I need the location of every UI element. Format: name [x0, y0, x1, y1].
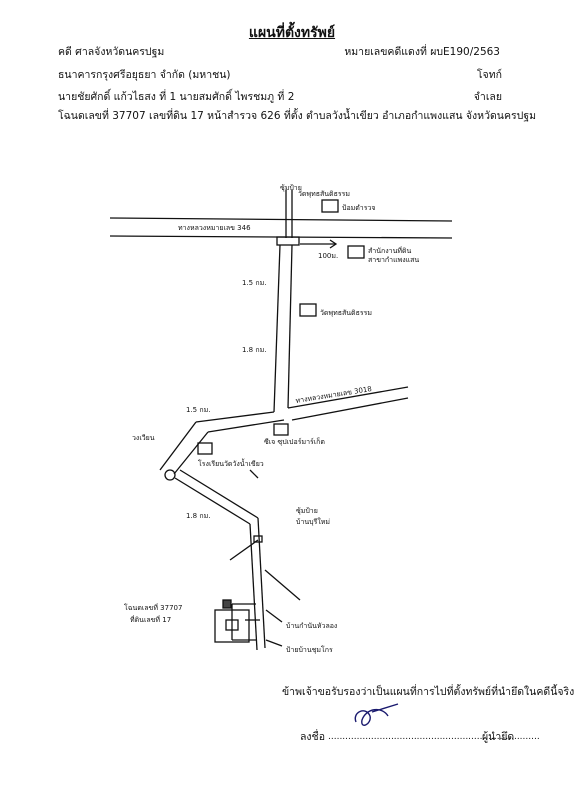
temple-label: วัดพุทธสันติธรรม	[320, 309, 372, 317]
defendant-role: จำเลย	[473, 91, 502, 103]
police-box-icon	[321, 199, 339, 213]
police-box-label: ป้อมตำรวจ	[342, 204, 376, 212]
gate-sign-temple-label: วัดพุทธสันติธรรม	[298, 190, 350, 198]
school-label: โรงเรียนวัดวังน้ำเขียว	[198, 457, 264, 468]
village-sign-icon	[253, 535, 263, 543]
deed-marker-icon	[222, 599, 232, 609]
road-left-edge	[273, 244, 281, 413]
gate-sign-label: ซุ้มป้าย	[280, 184, 302, 192]
house-2-label: ป้ายบ้านชุมโกร	[286, 645, 333, 654]
certification-statement: ข้าพเจ้าขอรับรองว่าเป็นแผนที่การไปที่ตั้…	[282, 686, 575, 698]
distance-18km-label-b: 1.8 กม.	[186, 512, 210, 520]
deed-number-label: โฉนดเลขที่ 37707	[124, 603, 182, 612]
highway-3018-top-edge	[287, 386, 409, 409]
signature-label: ลงชื่อ	[300, 731, 325, 743]
highway-346-label: ทางหลวงหมายเลข 346	[178, 224, 251, 232]
roundabout-label: วงเวียน	[132, 434, 155, 442]
distance-15km-label-a: 1.5 กม.	[242, 279, 266, 287]
deed-details: โฉนดเลขที่ 37707 เลขที่ดิน 17 หน้าสำรวจ …	[58, 110, 537, 122]
school-icon	[197, 442, 213, 455]
property-plot	[214, 609, 250, 643]
case-number: หมายเลขคดีแดงที่ ผบE190/2563	[344, 46, 500, 58]
land-office-branch-label: สาขากำแพงแสน	[368, 256, 419, 264]
property-house-icon	[225, 619, 239, 631]
signature-mark	[354, 703, 399, 726]
plaintiff-name: ธนาคารกรุงศรีอยุธยา จำกัด (มหาชน)	[58, 69, 231, 81]
market-label: ซีเจ ซุปเปอร์มาร์เก็ต	[264, 437, 325, 446]
defendant-names: นายชัยศักดิ์ แก้วไธสง ที่ 1 นายสมศักดิ์ …	[58, 91, 295, 103]
page-title: แผนที่ตั้งทรัพย์	[248, 25, 336, 41]
land-office-label: สำนักงานที่ดิน	[368, 246, 412, 255]
signer-role: ผู้นำยึด	[482, 731, 515, 743]
distance-100m-label: 100ม.	[318, 252, 338, 260]
distance-18km-label-a: 1.8 กม.	[242, 346, 266, 354]
plaintiff-role: โจทก์	[476, 69, 502, 81]
road-right-edge	[287, 244, 293, 409]
gate-sign-icon	[276, 236, 300, 246]
roundabout-icon	[164, 469, 176, 481]
signature-line: ........................................…	[328, 732, 540, 742]
highway-346-top-edge	[109, 217, 453, 222]
house-1-label: บ้านกำนันหัวลอง	[286, 622, 337, 630]
village-sign-label: ซุ้มป้าย	[296, 507, 318, 515]
market-icon	[273, 423, 289, 436]
land-number-label: ที่ดินเลขที่ 17	[130, 615, 171, 624]
land-office-icon	[347, 245, 365, 259]
distance-15km-label-b: 1.5 กม.	[186, 406, 210, 414]
village-label: บ้านบุรีใหม่	[296, 517, 330, 526]
court-label: คดี ศาลจังหวัดนครปฐม	[58, 46, 165, 58]
temple-icon	[299, 303, 317, 317]
highway-3018-bottom-edge	[291, 397, 409, 421]
